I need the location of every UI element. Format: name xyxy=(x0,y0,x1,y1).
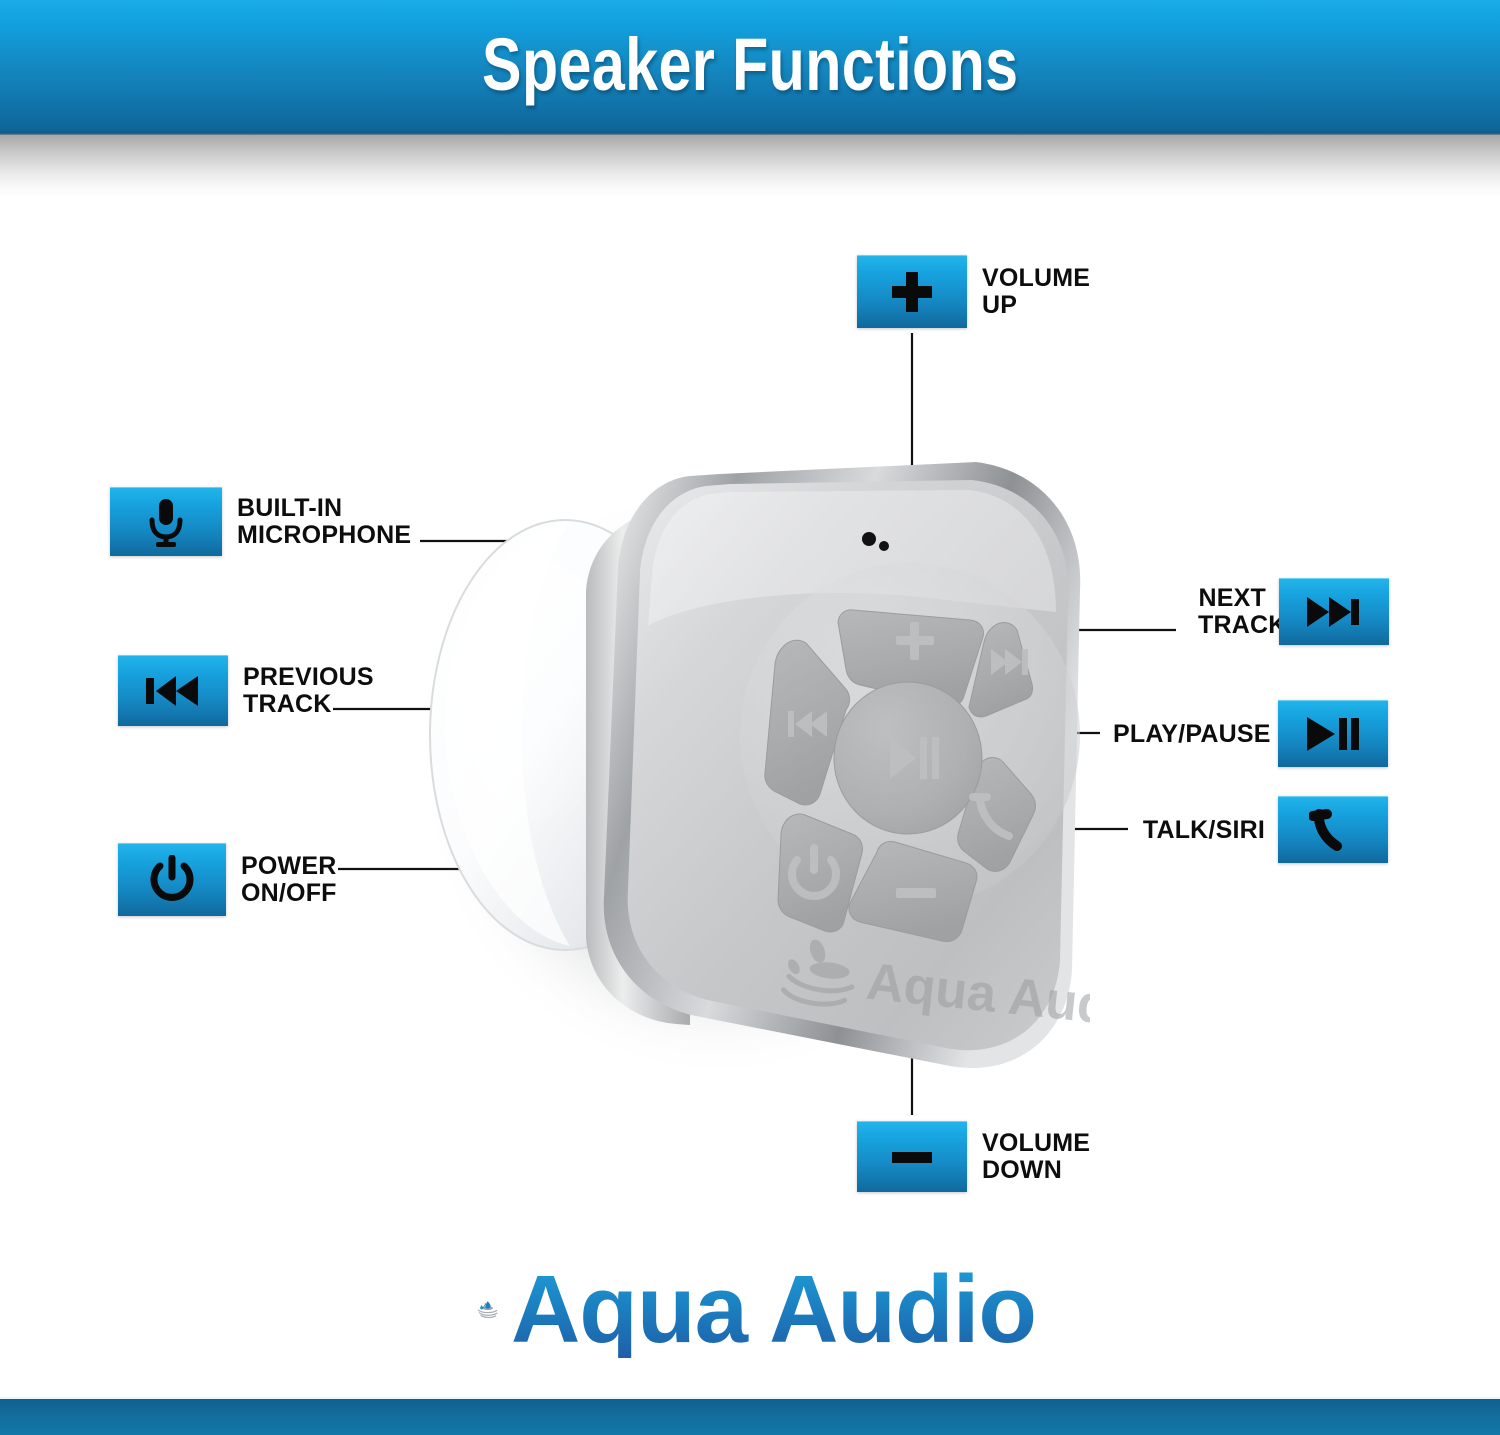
callout-previous-track: PREVIOUS TRACK xyxy=(118,655,374,726)
plus-icon xyxy=(892,272,932,312)
header-banner: Speaker Functions xyxy=(0,0,1500,133)
play-pause-glyph xyxy=(890,737,939,779)
water-splash-ripple-icon xyxy=(477,1301,498,1318)
power-glyph xyxy=(788,844,840,900)
minus-icon xyxy=(892,1152,932,1163)
previous-track-badge-icon[interactable] xyxy=(118,655,228,726)
control-buttons xyxy=(764,609,1036,942)
next-track-button[interactable] xyxy=(968,622,1034,718)
power-label: POWER ON/OFF xyxy=(241,851,337,907)
volume-down-badge-icon[interactable] xyxy=(857,1121,967,1192)
page-title: Speaker Functions xyxy=(481,22,1019,106)
phone-handset-glyph xyxy=(969,793,1013,840)
callout-power-on-off: POWER ON/OFF xyxy=(118,843,337,916)
callout-built-in-microphone: BUILT-IN MICROPHONE xyxy=(110,487,411,556)
microphone-label: BUILT-IN MICROPHONE xyxy=(237,493,412,549)
speaker-device: Aqua Audio xyxy=(390,390,1158,1120)
volume-up-label: VOLUME UP xyxy=(982,263,1091,319)
talk-siri-badge-icon[interactable] xyxy=(1278,796,1388,863)
brand-logo: Aqua Audio xyxy=(476,1246,1037,1374)
header-edge xyxy=(0,131,1500,135)
power-icon xyxy=(150,855,194,901)
button-glyphs xyxy=(788,622,1028,900)
play-pause-label: PLAY/PAUSE xyxy=(1113,719,1271,748)
talk-siri-label: TALK/SIRI xyxy=(1142,815,1265,844)
play-pause-icon xyxy=(1307,717,1359,751)
next-track-icon xyxy=(1307,597,1359,627)
next-track-label: NEXT TRACK xyxy=(1198,583,1287,639)
brand-name: Aqua Audio xyxy=(510,1256,1037,1363)
callout-play-pause: PLAY/PAUSE xyxy=(1113,700,1388,767)
microphone-badge-icon[interactable] xyxy=(110,487,222,556)
volume-up-badge-icon[interactable] xyxy=(857,255,967,328)
power-button[interactable] xyxy=(777,813,863,933)
play-pause-badge-icon[interactable] xyxy=(1278,700,1388,767)
next-track-glyph xyxy=(991,649,1028,675)
volume-down-label: VOLUME DOWN xyxy=(982,1128,1091,1184)
minus-glyph xyxy=(896,888,936,898)
previous-track-icon xyxy=(146,676,198,706)
microphone-icon xyxy=(149,499,183,547)
phone-handset-icon xyxy=(1309,809,1342,851)
microphone-holes xyxy=(862,532,889,551)
power-badge-icon[interactable] xyxy=(118,843,226,916)
previous-track-label: PREVIOUS TRACK xyxy=(243,662,374,718)
header-shadow-fade xyxy=(0,135,1500,197)
callout-volume-up: VOLUME UP xyxy=(857,255,1090,328)
plus-glyph xyxy=(896,622,934,660)
callout-next-track: NEXT TRACK xyxy=(1198,578,1389,645)
previous-track-glyph xyxy=(788,711,827,737)
footer-highlight xyxy=(0,1396,1500,1399)
callout-talk-siri: TALK/SIRI xyxy=(1140,796,1388,863)
next-track-badge-icon[interactable] xyxy=(1279,578,1389,645)
footer-bar xyxy=(0,1399,1500,1435)
callout-volume-down: VOLUME DOWN xyxy=(857,1121,1090,1192)
